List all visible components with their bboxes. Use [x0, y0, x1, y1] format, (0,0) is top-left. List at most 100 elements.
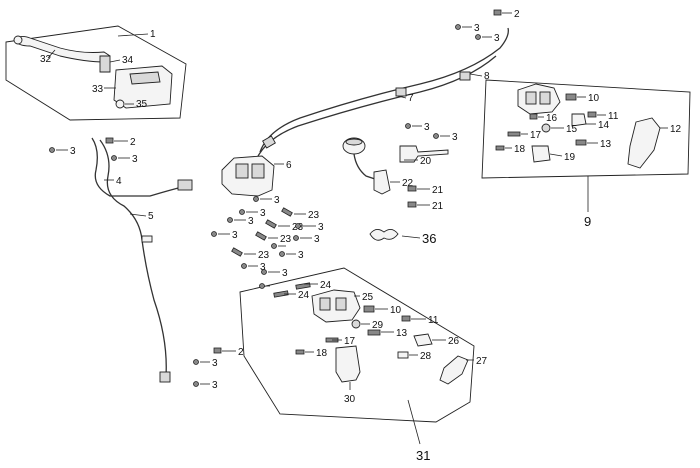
callout-13a: 13 — [600, 139, 612, 150]
pin-17 — [507, 131, 521, 137]
callout-9: 9 — [584, 214, 591, 229]
reservoir-cap — [345, 138, 363, 146]
pad-spring-28 — [397, 351, 409, 359]
callout-10a: 10 — [588, 93, 600, 104]
callout-16: 16 — [546, 113, 558, 124]
caliper-piston-left — [235, 163, 249, 179]
washer-3c — [455, 24, 461, 30]
washer-3k — [295, 223, 301, 229]
callout-21b: 21 — [432, 201, 444, 212]
washer-3s — [193, 381, 199, 387]
bolt-23d — [231, 247, 243, 257]
bolt-21b — [407, 201, 417, 208]
callout-2c: 2 — [238, 347, 244, 358]
group-31-outline — [239, 267, 475, 423]
caliper-bracket-12 — [627, 117, 661, 169]
callout-10b: 10 — [390, 305, 402, 316]
washer-3h — [239, 209, 245, 215]
bolt-24b — [273, 290, 289, 298]
washer-3r — [193, 359, 199, 365]
callout-6: 6 — [286, 160, 292, 171]
callout-18a: 18 — [514, 144, 526, 155]
washer-3i — [227, 217, 233, 223]
bleeder-10b — [363, 305, 375, 313]
caliper-31-piston-b — [335, 297, 347, 311]
caliper-31-piston-a — [319, 297, 331, 311]
hose-guide-36 — [369, 229, 399, 241]
callout-23c: 23 — [280, 234, 292, 245]
caliper-bracket-27 — [439, 355, 469, 385]
washer-3m — [271, 243, 277, 249]
bolt-21a — [407, 185, 417, 192]
mid-hardware-group: 3 3 3 3 23 23 3 23 3 23 3 — [211, 195, 436, 279]
callout-31: 31 — [416, 448, 430, 463]
washer-3g — [253, 196, 259, 202]
bolt-11b — [401, 315, 411, 322]
callout-14: 14 — [598, 120, 610, 131]
callout-1: 1 — [150, 29, 156, 40]
callout-3s: 3 — [212, 380, 218, 391]
callout-3c: 3 — [474, 23, 480, 34]
callout-23d: 23 — [258, 250, 270, 261]
bolt-2c — [213, 347, 222, 354]
callout-7: 7 — [408, 93, 414, 104]
callout-17b: 17 — [344, 336, 356, 347]
washer-3b — [111, 155, 117, 161]
callout-3o: 3 — [260, 262, 266, 273]
rear-caliper-piston-a — [525, 91, 537, 105]
brake-lever-assembly-group: 1 32 34 33 35 — [5, 25, 187, 121]
callout-3b: 3 — [132, 154, 138, 165]
bolt-2a — [105, 137, 114, 144]
hose-clamp — [141, 235, 153, 243]
callout-11b: 11 — [428, 315, 439, 326]
callout-26: 26 — [448, 336, 460, 347]
callout-3r: 3 — [212, 358, 218, 369]
callout-3i: 3 — [248, 216, 254, 227]
brake-hose-5 — [99, 139, 167, 377]
front-brake-hose-group: 4 5 2 3 3 2 3 3 — [49, 137, 244, 391]
seal-29 — [351, 319, 361, 329]
seal-15 — [541, 123, 551, 133]
slide-boot-26 — [413, 333, 433, 347]
reservoir-hose — [353, 153, 379, 181]
callout-30: 30 — [344, 394, 356, 405]
callout-13b: 13 — [396, 328, 408, 339]
callout-3k: 3 — [318, 222, 324, 233]
washer-3j — [211, 231, 217, 237]
callout-24b: 24 — [298, 290, 310, 301]
group-1-outline — [5, 25, 187, 121]
callout-3j: 3 — [232, 230, 238, 241]
callout-24a: 24 — [320, 280, 332, 291]
callout-22: 22 — [402, 178, 414, 189]
pin-16 — [529, 113, 538, 120]
callout-20: 20 — [420, 156, 432, 167]
callout-11a: 11 — [608, 111, 619, 122]
callout-3d: 3 — [494, 33, 500, 44]
hose-clamp-8 — [459, 71, 471, 81]
bolt-23c — [255, 231, 267, 241]
callout-4: 4 — [116, 176, 122, 187]
bolt-13b — [367, 329, 381, 336]
washer-3o — [241, 263, 247, 269]
master-cylinder-cap — [129, 71, 161, 85]
caliper-piston-right — [251, 163, 265, 179]
callout-5: 5 — [148, 211, 154, 222]
hose-clamp-7 — [395, 87, 407, 97]
callout-12: 12 — [670, 124, 682, 135]
brake-switch — [399, 145, 449, 163]
callout-18b: 18 — [316, 348, 328, 359]
bolt-24a — [295, 282, 311, 290]
washer-3f — [433, 133, 439, 139]
lever-pivot-bolt — [99, 55, 111, 73]
callout-33: 33 — [92, 84, 104, 95]
washer-3q — [259, 283, 265, 289]
group-9-outline — [481, 79, 691, 179]
callout-34: 34 — [122, 55, 134, 66]
callout-3l: 3 — [314, 234, 320, 245]
callout-35: 35 — [136, 99, 148, 110]
callout-25: 25 — [362, 292, 374, 303]
callout-23a: 23 — [308, 210, 320, 221]
clip-18b — [295, 349, 305, 355]
washer-3n — [279, 251, 285, 257]
